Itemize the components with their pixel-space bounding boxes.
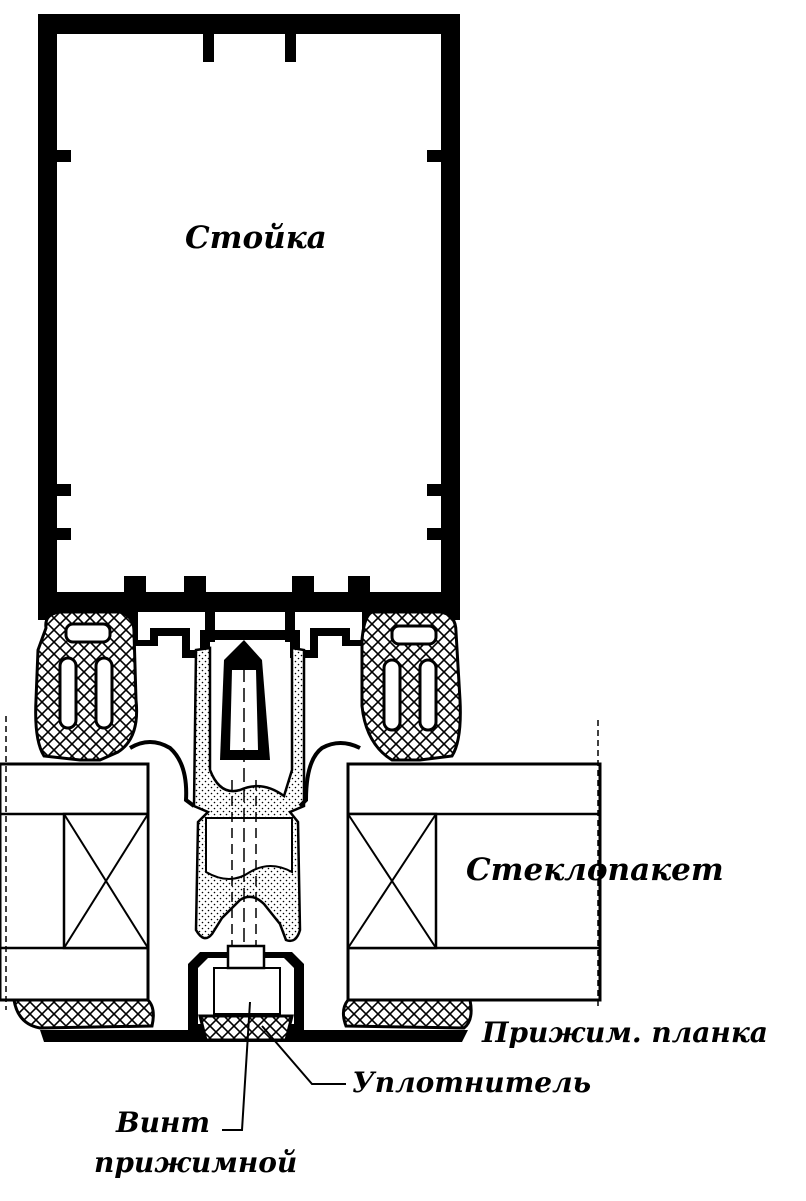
left-glass-unit bbox=[0, 762, 150, 1002]
screw-leader-line bbox=[222, 1001, 251, 1131]
seal-label: Уплотнитель bbox=[352, 1066, 591, 1099]
left-inner-gasket bbox=[34, 610, 139, 762]
bottom-left-gasket bbox=[12, 998, 155, 1030]
center-seal bbox=[198, 1014, 294, 1042]
screw-label-line1: Винт bbox=[115, 1106, 210, 1139]
post-label: Стойка bbox=[185, 220, 327, 256]
right-lip-seal bbox=[298, 741, 361, 808]
right-glass-unit bbox=[346, 720, 602, 1010]
thermal-insulator bbox=[192, 646, 306, 943]
bottom-right-gasket bbox=[341, 998, 473, 1030]
screw-label-line2: прижимной bbox=[94, 1146, 297, 1179]
screw-shank bbox=[220, 640, 270, 980]
post-profile bbox=[38, 14, 460, 658]
right-inner-gasket bbox=[360, 610, 462, 762]
pressure-plate-label: Прижим. планка bbox=[481, 1016, 768, 1049]
glass-unit-label: Стеклопакет bbox=[466, 852, 724, 888]
left-lip-seal bbox=[128, 740, 196, 808]
seal-leader-line bbox=[261, 1025, 346, 1085]
